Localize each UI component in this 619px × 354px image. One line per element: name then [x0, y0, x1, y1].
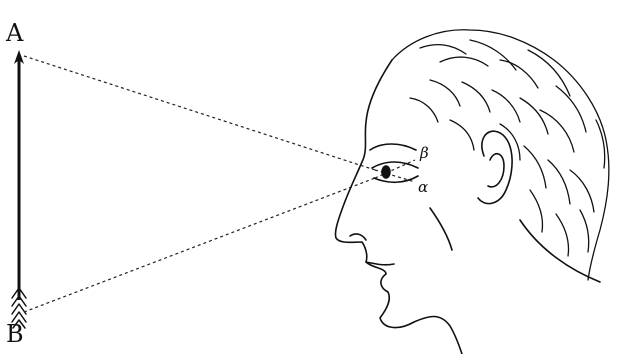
label-beta: β — [419, 144, 429, 162]
label-b: B — [6, 320, 24, 348]
head-profile — [335, 60, 600, 354]
ear — [478, 131, 512, 203]
eyebrow — [370, 144, 416, 150]
eye-iris — [382, 166, 390, 178]
arrow-object — [12, 50, 26, 328]
ear-inner — [488, 154, 504, 187]
ray-from-b — [24, 178, 375, 312]
label-a: A — [5, 19, 24, 47]
ray-in-eye-lower — [375, 160, 415, 178]
label-alpha: α — [418, 178, 428, 196]
nostril — [350, 234, 366, 240]
face-outline — [335, 60, 462, 354]
cheek-line — [430, 208, 452, 250]
ray-from-a — [24, 56, 375, 170]
eye-upper-lid — [372, 162, 418, 168]
